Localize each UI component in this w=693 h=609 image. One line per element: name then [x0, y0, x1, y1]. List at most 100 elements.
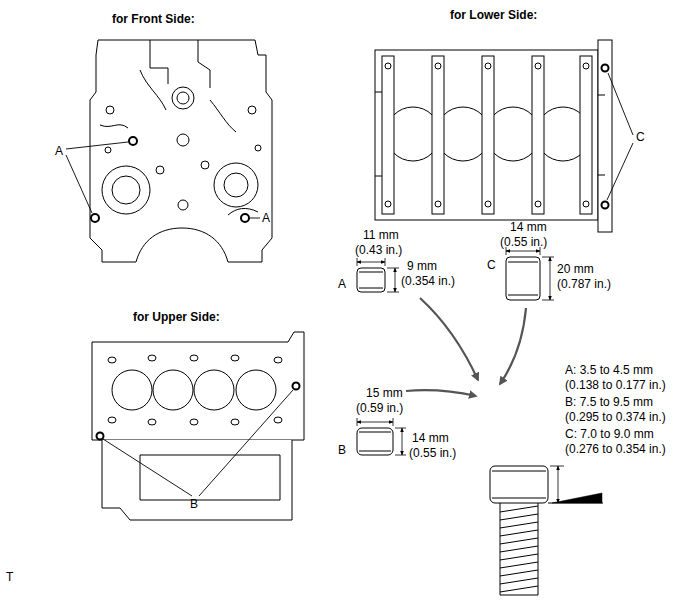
lower-block-view: [583, 201, 589, 207]
view-heading: for Front Side:: [112, 12, 195, 26]
callout-letter: A: [262, 211, 270, 225]
lower-block-view: [598, 40, 612, 232]
lower-block-view: [482, 56, 494, 214]
pin-b-drawing: [402, 428, 403, 455]
view-heading: for Upper Side:: [133, 310, 220, 324]
pin-a-drawing: [357, 258, 399, 292]
dimension-text: 20 mm: [557, 262, 594, 276]
pin-a-drawing: [359, 272, 383, 288]
pin-b-drawing: [357, 422, 393, 423]
callout-letter: A: [55, 144, 63, 158]
front-block-view: [112, 176, 140, 204]
dimension-text: (0.55 in.): [500, 235, 547, 249]
figure-code: T: [6, 570, 13, 584]
front-block-view: [66, 142, 260, 218]
front-block-view: [91, 214, 99, 222]
installed-pin-drawing: [550, 466, 564, 467]
upper-block-view: [92, 332, 304, 440]
front-block-view: [140, 70, 236, 132]
front-block-view: [248, 106, 256, 114]
lower-block-view: [580, 56, 592, 214]
lower-block-view: [535, 201, 541, 207]
dimension-text: 11 mm: [363, 228, 399, 242]
upper-block-view: [108, 357, 116, 363]
front-block-view: [102, 166, 150, 214]
dimension-text: (0.354 in.): [401, 274, 455, 288]
installed-pin-drawing: [490, 466, 548, 503]
pin-b-drawing: [357, 428, 393, 455]
front-block-view: [156, 166, 164, 174]
flow-arrow: [406, 390, 476, 396]
callout-letter: B: [190, 497, 198, 511]
front-block-view: [214, 163, 258, 207]
flow-arrow: [500, 308, 526, 384]
spec-text: (0.295 to 0.374 in.): [565, 410, 666, 424]
flow-arrow: [420, 298, 478, 380]
spec-text: C: 7.0 to 9.0 mm: [565, 427, 654, 441]
front-block-view: [105, 147, 111, 153]
pin-c-drawing: [506, 251, 540, 252]
upper-block-view: [293, 383, 300, 390]
flow-arrow: [406, 298, 526, 396]
lower-block-view: [375, 50, 598, 220]
pin-a-drawing: [395, 268, 396, 292]
front-block-view: [90, 40, 272, 262]
installed-pin-drawing: [492, 471, 546, 498]
dimension-text: 15 mm: [366, 386, 403, 400]
spec-text: (0.276 to 0.354 in.): [565, 442, 666, 456]
upper-block-view: [231, 355, 239, 361]
dimension-text: (0.55 in.): [409, 446, 456, 460]
lower-block-view: [485, 201, 491, 207]
dimension-text: (0.59 in.): [356, 401, 403, 415]
lower-block-view: [535, 63, 541, 69]
installed-pin-drawing: [500, 503, 538, 595]
pin-letter: A: [338, 277, 346, 291]
pin-a-drawing: [357, 258, 399, 292]
front-block-view: [241, 214, 249, 222]
upper-block-view: [274, 357, 282, 363]
front-block-view: [178, 200, 188, 210]
upper-block-view: [112, 370, 152, 410]
front-block-view: [100, 125, 258, 215]
lower-block-view: [382, 56, 394, 214]
dimension-text: 14 mm: [412, 431, 449, 445]
upper-block-view: [108, 417, 116, 423]
pin-c-drawing: [506, 247, 554, 300]
dimension-text: (0.43 in.): [355, 243, 402, 257]
upper-block-view: [231, 419, 239, 425]
upper-block-view: [190, 355, 198, 361]
front-block-view: [129, 137, 137, 145]
front-block-view: [201, 161, 209, 169]
front-block-view: [177, 92, 189, 104]
upper-block-view: [153, 370, 193, 410]
installed-pin-drawing: [558, 466, 559, 503]
upper-block-view: [103, 390, 293, 496]
front-block-view: [177, 134, 189, 146]
lower-block-view: [375, 92, 605, 176]
lower-block-view: [602, 65, 609, 72]
upper-block-view: [274, 417, 282, 423]
lower-block-view: [432, 56, 444, 214]
lower-block-view: [375, 40, 633, 232]
lower-block-view: [532, 56, 544, 214]
pin-b-drawing: [357, 418, 406, 455]
pin-a-drawing: [357, 262, 385, 263]
installed-pin-drawing: [500, 506, 538, 592]
dimension-text: 9 mm: [407, 259, 437, 273]
lower-block-view: [385, 201, 391, 207]
upper-block-view: [97, 433, 104, 440]
spec-text: (0.138 to 0.177 in.): [565, 378, 666, 392]
pin-c-drawing: [550, 257, 551, 300]
upper-block-view: [148, 355, 156, 361]
lower-block-view: [435, 63, 441, 69]
upper-block-view: [102, 440, 292, 520]
upper-block-view: [148, 419, 156, 425]
upper-block-view: [190, 419, 198, 425]
pin-c-drawing: [506, 247, 554, 300]
upper-block-view: [236, 370, 276, 410]
installed-pin-drawing: [552, 493, 602, 503]
pin-c-drawing: [508, 262, 538, 295]
pin-c-drawing: [506, 257, 540, 300]
